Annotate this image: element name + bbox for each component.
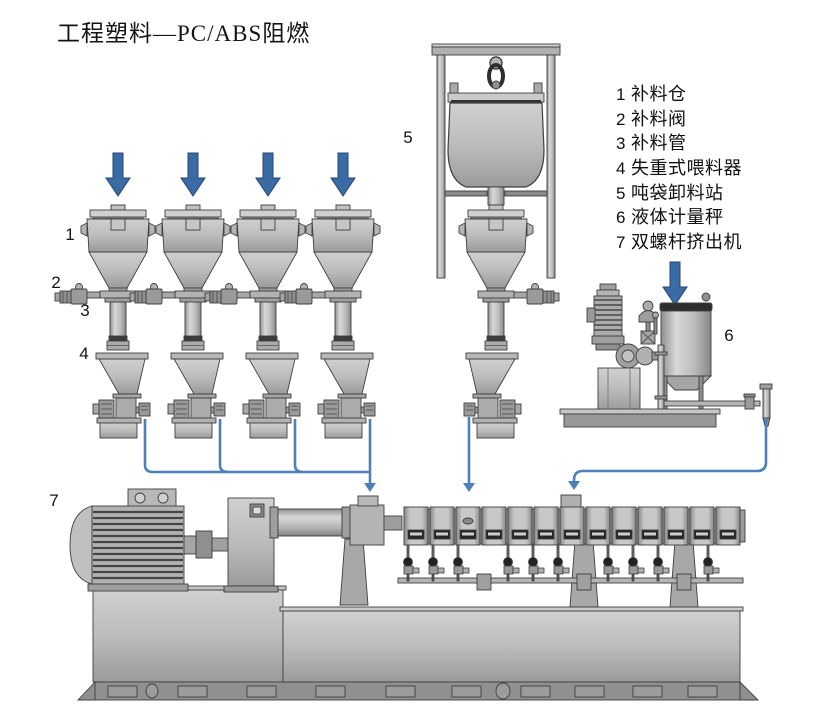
flow-arrowhead-icon (364, 481, 580, 492)
flow-line-feeder-1 (143, 419, 370, 474)
barrel-cooling-valves (403, 544, 720, 582)
page-title: 工程塑料—PC/ABS阻燃 (57, 21, 311, 46)
legend-item: 6 液体计量秤 (616, 203, 742, 228)
legend-item-number: 5 (616, 183, 626, 203)
callout-6: 6 (724, 326, 733, 345)
legend-item: 2 补料阀 (616, 105, 742, 130)
callout-4: 4 (79, 344, 88, 363)
ton-bag (447, 102, 545, 188)
flow-line-liquid (572, 418, 768, 482)
flow-line-feeder-2 (218, 419, 229, 474)
legend-item-number: 3 (616, 134, 626, 154)
bag-hook (487, 56, 505, 90)
big-bag-unloading-station (431, 43, 561, 439)
material-flow-lines (143, 417, 768, 484)
flow-line-feeder-3 (293, 419, 304, 474)
legend-item-label: 吨袋卸料站 (631, 182, 724, 203)
liquid-metering-scale (559, 261, 773, 428)
legend-item-number: 2 (616, 109, 626, 129)
callout-3: 3 (80, 301, 89, 320)
legend-item-label: 液体计量秤 (631, 207, 724, 228)
feed-arrow-icon (255, 152, 281, 197)
barrel (403, 494, 746, 546)
legend-item: 1 补料仓 (616, 80, 742, 105)
callout-2: 2 (51, 273, 60, 292)
feed-arrow-icon (662, 261, 688, 306)
feed-arrow-icon (105, 152, 131, 197)
legend-item-label: 补料管 (631, 133, 687, 154)
legend-item-label: 补料阀 (631, 108, 687, 129)
twin-screw-extruder (69, 488, 760, 701)
callout-5: 5 (403, 128, 412, 147)
legend-item: 5 吨袋卸料站 (616, 179, 742, 204)
feed-arrow-icon (180, 152, 206, 197)
legend-item-label: 失重式喂料器 (631, 158, 742, 179)
legend-item-number: 4 (616, 159, 626, 179)
legend-item: 7 双螺杆挤出机 (616, 228, 742, 253)
legend: 1 补料仓 2 补料阀 3 补料管 4 失重式喂料器 5 吨袋卸料站 6 液体计… (616, 80, 742, 253)
legend-item: 3 补料管 (616, 129, 742, 154)
feed-arrow-icon (330, 152, 356, 197)
callout-7: 7 (49, 491, 58, 510)
legend-item: 4 失重式喂料器 (616, 154, 742, 179)
legend-item-label: 补料仓 (631, 84, 687, 104)
legend-item-number: 1 (616, 85, 626, 104)
callout-1: 1 (65, 225, 74, 244)
legend-item-number: 6 (616, 208, 626, 228)
legend-item-label: 双螺杆挤出机 (631, 232, 742, 253)
legend-item-number: 7 (616, 233, 626, 253)
gearbox (223, 497, 279, 593)
base-cutouts (107, 682, 718, 700)
extruder-motor (69, 488, 189, 592)
